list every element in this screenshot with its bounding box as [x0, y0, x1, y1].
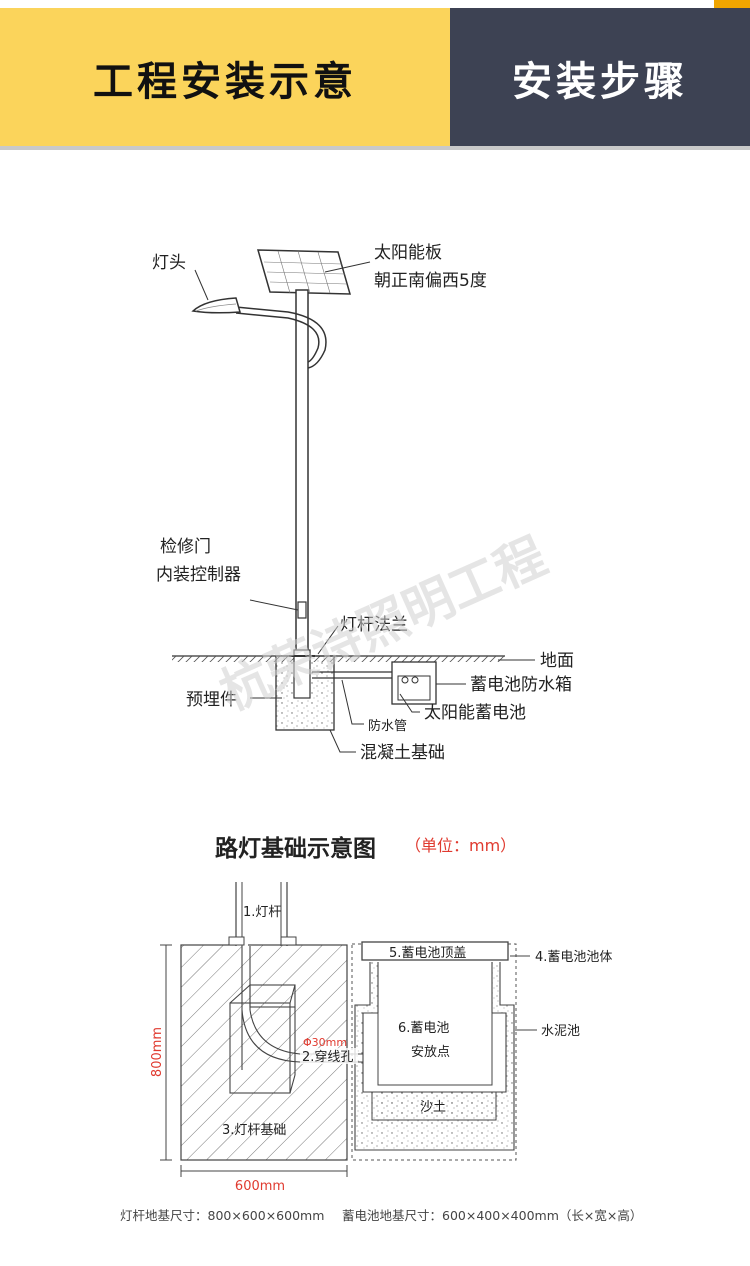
concrete-foundation — [275, 649, 335, 731]
foundation-unit: （单位：mm） — [405, 836, 516, 855]
battery-waterproof-box — [391, 661, 437, 705]
footer-battery-base-size: 蓄电池地基尺寸：600×400×400mm（长×宽×高） — [342, 1208, 642, 1223]
label-pole-base: 3.灯杆基础 — [222, 1123, 286, 1138]
label-solar-orientation: 朝正南偏西5度 — [374, 271, 487, 291]
label-conduit: 防水管 — [368, 718, 407, 734]
header-top-strip — [0, 0, 750, 8]
embedded-frame — [229, 946, 296, 1094]
header-right-title: 安装步骤 — [512, 59, 688, 105]
label-controller: 内装控制器 — [156, 565, 241, 585]
header-divider — [0, 146, 750, 150]
battery-lid — [361, 941, 509, 961]
dim-width: 600mm — [235, 1179, 285, 1194]
solar-panel — [256, 249, 352, 295]
lamp-head — [191, 297, 241, 314]
label-concrete: 混凝土基础 — [360, 743, 445, 763]
label-solar-battery: 太阳能蓄电池 — [424, 703, 526, 723]
ground-surface — [172, 655, 505, 662]
label-battery-point-2: 安放点 — [411, 1045, 450, 1060]
label-battery-point-1: 6.蓄电池 — [398, 1021, 449, 1036]
foundation-title: 路灯基础示意图 — [215, 835, 376, 862]
lamp-pole — [235, 289, 327, 657]
label-solar-panel: 太阳能板 — [374, 243, 442, 263]
header-banner: 工程安装示意 安装步骤 — [0, 0, 750, 150]
label-battery-box: 蓄电池防水箱 — [470, 675, 572, 695]
battery-pit-outline — [351, 943, 517, 1161]
foundation-diagram: 1.灯杆 5.蓄电池顶盖 4.蓄电池池体 6.蓄电池 安放点 水泥池 Φ30mm… — [150, 882, 612, 1194]
label-pole: 1.灯杆 — [243, 905, 281, 920]
footer-pole-base-size: 灯杆地基尺寸：800×600×600mm — [120, 1208, 324, 1223]
access-door — [297, 601, 307, 619]
label-flange: 灯杆法兰 — [340, 615, 408, 635]
header-left-panel: 工程安装示意 — [0, 8, 450, 148]
dimension-lines — [160, 944, 348, 1177]
label-sand: 沙土 — [420, 1100, 446, 1115]
leader-lines — [194, 261, 535, 753]
label-battery-lid: 5.蓄电池顶盖 — [389, 946, 466, 961]
installation-diagram: 灯头 太阳能板 朝正南偏西5度 检修门 内装控制器 灯杆法兰 地面 蓄电池防水箱… — [152, 243, 574, 763]
label-access-door: 检修门 — [160, 537, 211, 557]
label-battery-body: 4.蓄电池池体 — [535, 950, 612, 965]
label-embedded-part: 预埋件 — [186, 690, 237, 710]
sand-layer — [371, 1091, 497, 1121]
label-wire-hole: 2.穿线孔 — [302, 1049, 353, 1065]
corner-accent — [714, 0, 750, 8]
label-ground: 地面 — [540, 651, 574, 671]
label-phi30: Φ30mm — [303, 1036, 347, 1049]
label-cement-pool: 水泥池 — [541, 1024, 580, 1039]
header-right-panel: 安装步骤 — [450, 8, 750, 148]
header-left-title: 工程安装示意 — [93, 59, 357, 105]
dim-height: 800mm — [150, 1027, 165, 1077]
label-lamp-head: 灯头 — [152, 253, 186, 273]
